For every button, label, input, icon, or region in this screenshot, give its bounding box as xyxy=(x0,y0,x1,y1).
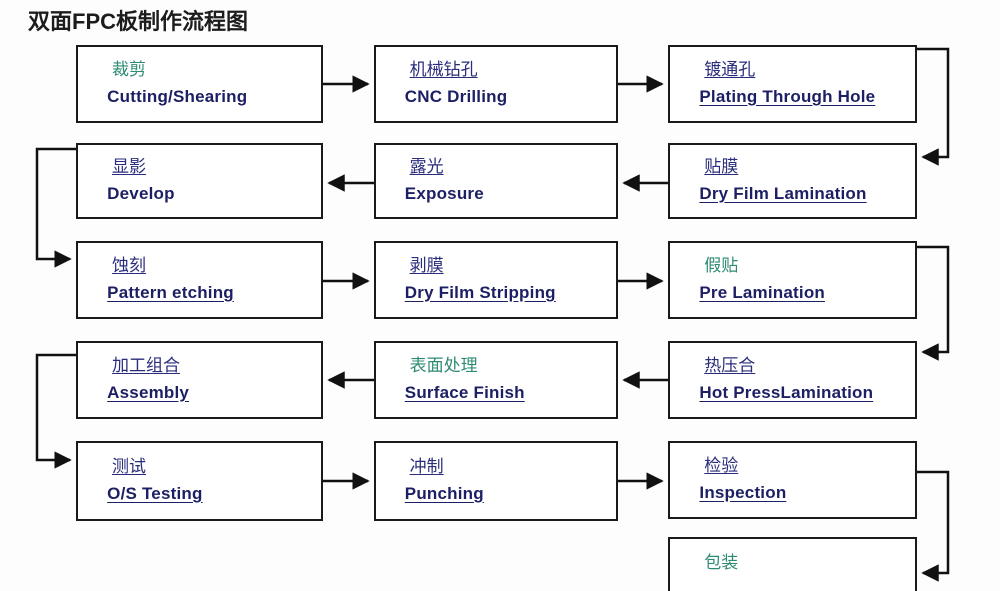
process-node-prelam[interactable]: 假贴 Pre Lamination xyxy=(668,241,917,319)
node-label-en: Assembly xyxy=(107,382,190,402)
process-node-exposure[interactable]: 露光 Exposure xyxy=(374,143,618,219)
page-title: 双面FPC板制作流程图 xyxy=(28,9,249,34)
connector-assembly-to-testing xyxy=(35,353,76,469)
process-node-drilling[interactable]: 机械钻孔 CNC Drilling xyxy=(374,45,618,123)
process-node-packaging[interactable]: 包装 xyxy=(668,537,917,591)
node-label-cn: 蚀刻 xyxy=(112,256,147,276)
node-label-cn: 机械钻孔 xyxy=(409,60,478,80)
connector-prelam-to-hotpress xyxy=(917,245,950,361)
process-node-cutting[interactable]: 裁剪 Cutting/Shearing xyxy=(76,45,323,123)
node-label-cn: 贴膜 xyxy=(704,157,739,177)
node-label-en: Pattern etching xyxy=(107,282,234,302)
process-node-develop[interactable]: 显影 Develop xyxy=(76,143,323,219)
node-label-cn: 加工组合 xyxy=(112,356,181,376)
node-label-en: Plating Through Hole xyxy=(699,86,876,106)
process-node-stripping[interactable]: 剥膜 Dry Film Stripping xyxy=(374,241,618,319)
process-node-inspection[interactable]: 检验 Inspection xyxy=(668,441,917,519)
node-label-cn: 裁剪 xyxy=(112,60,147,80)
process-node-testing[interactable]: 测试 O/S Testing xyxy=(76,441,323,521)
node-label-cn: 热压合 xyxy=(704,356,756,376)
connector-plating-to-lamination xyxy=(917,47,950,166)
node-label-cn: 显影 xyxy=(112,157,147,177)
node-label-en: Pre Lamination xyxy=(699,282,825,302)
process-node-hotpress[interactable]: 热压合 Hot PressLamination xyxy=(668,341,917,419)
node-label-en: Exposure xyxy=(404,183,484,203)
node-label-cn: 剥膜 xyxy=(409,256,444,276)
node-label-en: Dry Film Stripping xyxy=(404,282,556,302)
node-label-en: Punching xyxy=(404,483,484,503)
node-label-cn: 测试 xyxy=(112,457,147,477)
node-label-cn: 假贴 xyxy=(704,256,739,276)
process-node-lamination[interactable]: 贴膜 Dry Film Lamination xyxy=(668,143,917,219)
node-label-en: Hot PressLamination xyxy=(699,382,874,402)
node-label-cn: 镀通孔 xyxy=(704,60,756,80)
node-label-en: O/S Testing xyxy=(107,483,203,503)
node-label-cn: 检验 xyxy=(704,456,739,476)
process-node-plating[interactable]: 镀通孔 Plating Through Hole xyxy=(668,45,917,123)
process-node-assembly[interactable]: 加工组合 Assembly xyxy=(76,341,323,419)
node-label-en: Develop xyxy=(107,183,175,203)
node-label-cn: 包装 xyxy=(704,553,739,573)
connector-inspection-to-packaging xyxy=(917,470,950,582)
process-node-punching[interactable]: 冲制 Punching xyxy=(374,441,618,521)
node-label-en: CNC Drilling xyxy=(404,86,508,106)
node-label-en: Inspection xyxy=(699,482,787,502)
node-label-en: Dry Film Lamination xyxy=(699,183,867,203)
process-node-etching[interactable]: 蚀刻 Pattern etching xyxy=(76,241,323,319)
process-node-surface[interactable]: 表面处理 Surface Finish xyxy=(374,341,618,419)
node-label-cn: 表面处理 xyxy=(409,356,478,376)
node-label-cn: 露光 xyxy=(409,157,444,177)
node-label-en: Cutting/Shearing xyxy=(107,86,248,106)
node-label-en: Surface Finish xyxy=(404,382,525,402)
node-label-cn: 冲制 xyxy=(409,457,444,477)
connector-develop-to-etching xyxy=(35,147,76,268)
